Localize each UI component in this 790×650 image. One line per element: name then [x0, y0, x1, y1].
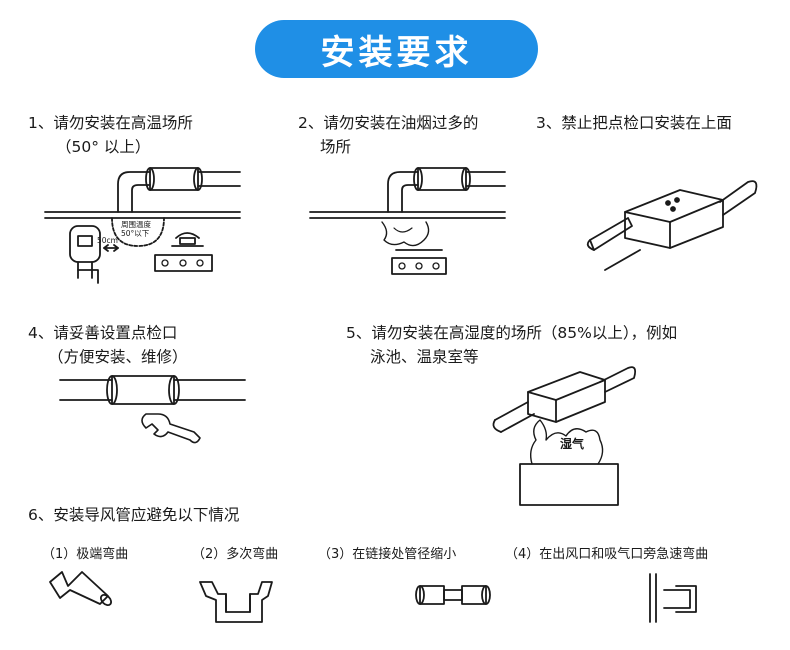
fig4-port-setup: [59, 375, 246, 444]
item-2-line1: 2、请勿安装在油烟过多的: [298, 114, 479, 132]
item-1-line2: （50° 以上）: [56, 138, 151, 156]
fig1-distance: 50cm: [97, 236, 118, 245]
item-4-line1: 4、请妥善设置点检口: [28, 324, 178, 342]
fig3-port-on-top: [586, 180, 758, 271]
duct-case-2-icon: [199, 581, 273, 623]
fig1-temp-line1: 周围温度: [121, 219, 151, 229]
item-4-line2: （方便安装、维修）: [48, 348, 188, 366]
item-5-line1: 5、请勿安装在高湿度的场所（85%以上），例如: [346, 324, 678, 342]
fig5-moisture-label: 湿气: [560, 436, 584, 451]
duct-case-4-icon: [649, 573, 697, 623]
duct-case-1: （1）极端弯曲: [42, 547, 129, 562]
duct-case-3: （3）在链接处管径缩小: [318, 547, 457, 562]
fig1-heat-source: [44, 167, 241, 284]
fig5-humidity: [492, 366, 637, 506]
page-title: 安装要求: [255, 20, 538, 78]
item-5-line2: 泳池、温泉室等: [370, 348, 479, 366]
fig2-oil-smoke: [309, 167, 506, 275]
duct-case-2: （2）多次弯曲: [192, 547, 279, 562]
duct-case-1-icon: [49, 571, 112, 606]
item-6-line1: 6、安装导风管应避免以下情况: [28, 506, 240, 524]
item-1-line1: 1、请勿安装在高温场所: [28, 114, 193, 132]
item-3-line1: 3、禁止把点检口安装在上面: [536, 114, 732, 132]
duct-case-3-icon: [415, 585, 491, 605]
duct-case-4: （4）在出风口和吸气口旁急速弯曲: [505, 547, 709, 562]
item-2-line2: 场所: [320, 138, 352, 156]
fig1-temp-line2: 50°以下: [121, 229, 150, 238]
